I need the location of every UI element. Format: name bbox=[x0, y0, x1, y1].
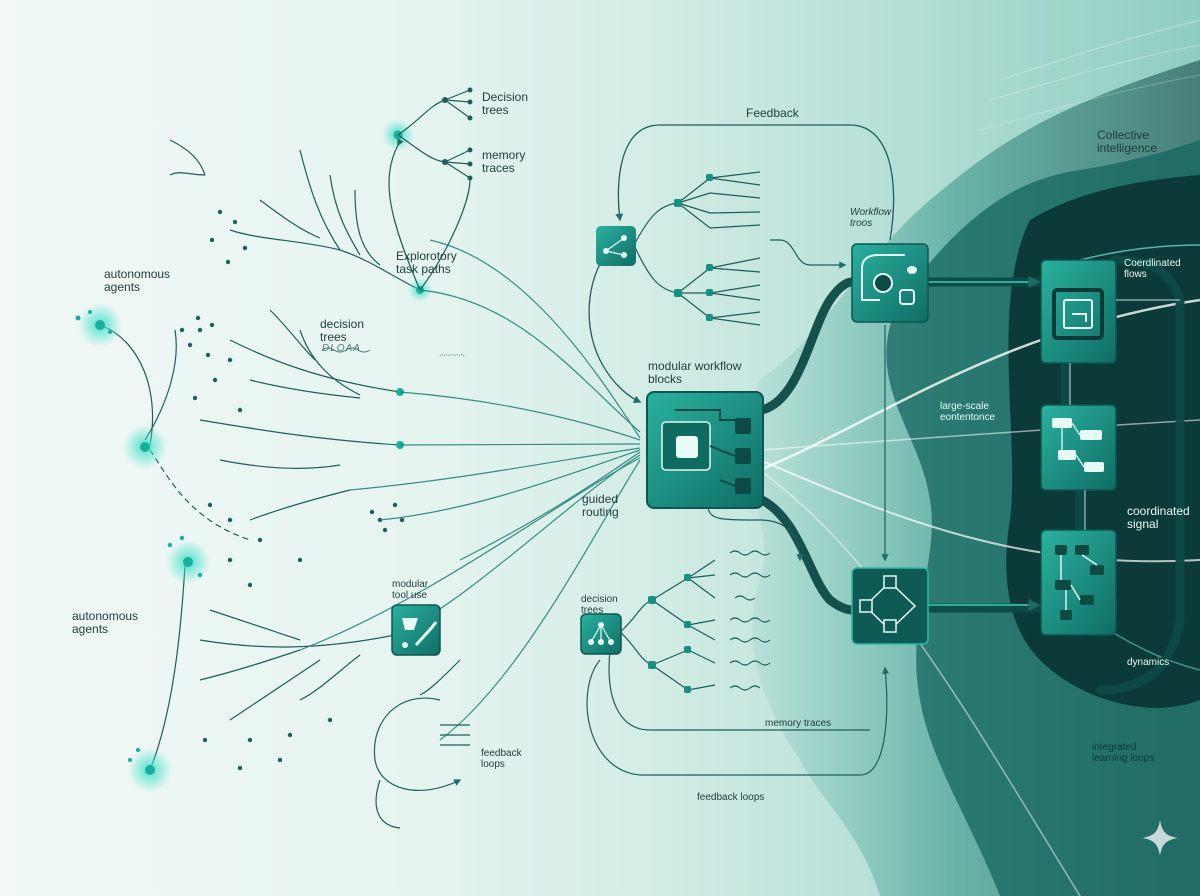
workflow-tree-top bbox=[633, 171, 847, 326]
label-feedback-loops-left: feedback loops bbox=[481, 748, 522, 770]
label-decision-trees-left: decision trees bbox=[320, 317, 365, 344]
label-feedback-loops-bottom: feedback loops bbox=[697, 792, 765, 803]
label-autonomous-agents-top: autonomous agents bbox=[104, 267, 171, 294]
feedback-loop-left bbox=[373, 659, 470, 829]
top-decision-tree bbox=[388, 89, 471, 291]
label-decision-trees-top: Decision trees bbox=[482, 90, 529, 117]
workflow-icon bbox=[646, 391, 764, 509]
workflow-trees-block bbox=[851, 243, 929, 323]
coordinated-signal-block bbox=[1040, 529, 1117, 636]
label-decision-trees-bottom: decision trees bbox=[581, 594, 618, 616]
flow-square-icon bbox=[1040, 259, 1117, 364]
label-modular-tool-use: modular tool use bbox=[392, 579, 429, 601]
left-branch-dots bbox=[179, 209, 405, 771]
label-modular-workflow-blocks: modular workflow blocks bbox=[648, 359, 742, 386]
scribble-mark bbox=[321, 347, 465, 357]
grid-flow-icon bbox=[1040, 404, 1117, 491]
label-memory-traces-top: memory traces bbox=[482, 148, 526, 175]
label-autonomous-agents-bottom: autonomous agents bbox=[72, 609, 139, 636]
label-workflow-trees: Workflow troos bbox=[850, 207, 892, 229]
signal-squiggles bbox=[729, 550, 771, 691]
label-guided-routing: guided routing bbox=[582, 492, 619, 519]
label-integrated-learning-loops: integrated learning loops bbox=[1092, 742, 1155, 764]
label-large-scale-coherence: large-scale eontentonce bbox=[940, 401, 996, 423]
label-scribble: DLOAA bbox=[322, 343, 361, 354]
label-feedback-top: Feedback bbox=[746, 106, 799, 120]
tool-icon bbox=[391, 604, 441, 656]
share-nodes-icon bbox=[596, 226, 636, 266]
feedback-arc bbox=[588, 124, 895, 403]
label-dynamics: dynamics bbox=[1127, 657, 1170, 668]
left-branch-network bbox=[99, 139, 421, 771]
tree-icon bbox=[580, 613, 622, 655]
agent-nodes bbox=[75, 119, 432, 792]
decision-diamond-block bbox=[851, 567, 929, 645]
sparkle-icon bbox=[1142, 820, 1178, 856]
dark-tracks bbox=[757, 255, 1185, 695]
bottom-decision-tree bbox=[586, 325, 890, 776]
label-memory-traces-bottom: memory traces bbox=[765, 718, 832, 729]
label-coordinated-flows: Coerdlinated flows bbox=[1124, 258, 1181, 280]
label-collective-intelligence: Collective intelligence bbox=[1097, 128, 1158, 155]
label-coordinated-signal: coordinated signal bbox=[1127, 504, 1190, 531]
label-exploratory-task-paths: Explorotory task paths bbox=[396, 249, 457, 276]
